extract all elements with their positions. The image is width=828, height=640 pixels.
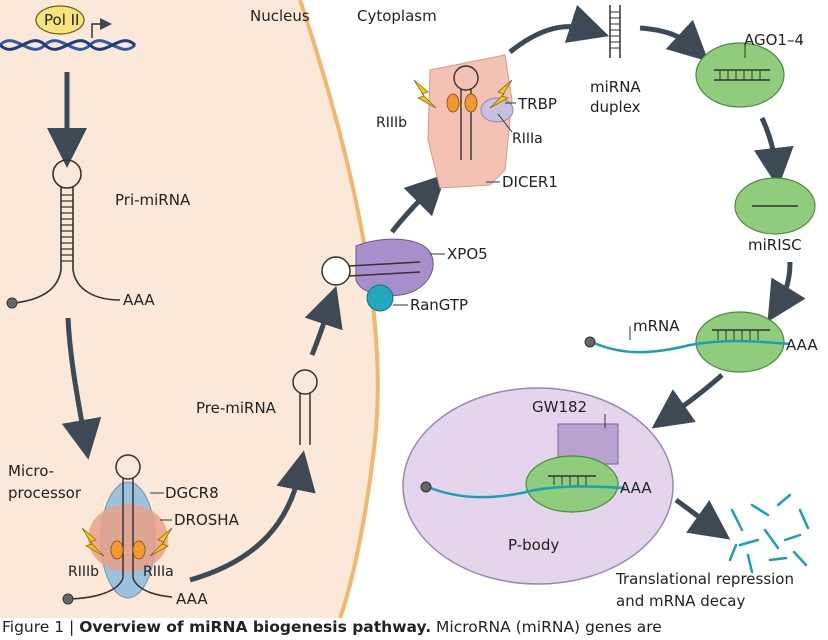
cleavage-bolt-icon bbox=[489, 79, 513, 109]
gw182-label: GW182 bbox=[532, 398, 587, 416]
exported-hairpin-stem bbox=[348, 261, 421, 277]
arrow-to-ago bbox=[639, 19, 709, 62]
pbody-label: P-body bbox=[508, 536, 559, 554]
pbody-mrna-strand bbox=[427, 485, 626, 499]
arrow-processing bbox=[61, 317, 102, 460]
cleavage-bolt-icon bbox=[149, 527, 173, 557]
pri-mirna-label: Pri-miRNA bbox=[115, 191, 191, 209]
dgcr8-label: DGCR8 bbox=[165, 484, 219, 502]
pri-aaa-label: AAA bbox=[123, 291, 155, 309]
riiib-domain-1 bbox=[110, 540, 124, 560]
dicer1-protein bbox=[427, 54, 513, 189]
five-prime-cap-icon bbox=[62, 593, 74, 605]
arrow-to-pbody bbox=[651, 373, 724, 429]
pbody-mirisc bbox=[525, 455, 619, 513]
cytoplasm-label: Cytoplasm bbox=[357, 7, 437, 25]
mirisc-label: miRISC bbox=[748, 236, 802, 254]
outcome-label-2: and mRNA decay bbox=[616, 592, 745, 610]
ago-loaded-duplex bbox=[714, 69, 770, 81]
five-prime-cap-icon bbox=[420, 481, 432, 493]
exported-hairpin-loop bbox=[321, 256, 351, 286]
mirna-duplex bbox=[609, 5, 621, 58]
caption-title: Overview of miRNA biogenesis pathway. bbox=[79, 618, 432, 636]
pbody-mirna-pairing bbox=[548, 475, 596, 485]
mrna-strand bbox=[591, 339, 791, 354]
ago-protein bbox=[695, 42, 785, 108]
microprocessor-hairpin bbox=[69, 454, 173, 600]
mirna-duplex-label-2: duplex bbox=[590, 98, 641, 116]
outcome-label-1: Translational repression bbox=[615, 570, 794, 588]
drosha-label: DROSHA bbox=[174, 511, 240, 529]
arrow-to-target bbox=[767, 261, 806, 323]
five-prime-cap-icon bbox=[584, 336, 596, 348]
arrow-to-dicer bbox=[390, 173, 447, 234]
riiia-label-1: RIIIa bbox=[143, 564, 174, 580]
riiia-label-2: RIIIa bbox=[512, 131, 543, 147]
pol2-complex bbox=[35, 5, 85, 35]
xpo5-label: XPO5 bbox=[447, 245, 488, 263]
dicer1-label: DICER1 bbox=[502, 173, 558, 191]
trbp-label: TRBP bbox=[517, 95, 557, 113]
riiia-domain-2 bbox=[464, 93, 478, 113]
riiib-label-1: RIIIb bbox=[68, 564, 99, 580]
riiia-domain-1 bbox=[132, 540, 146, 560]
trbp-protein bbox=[480, 97, 514, 123]
mrna-label: mRNA bbox=[633, 317, 680, 335]
mirna-mrna-pairing bbox=[712, 329, 770, 340]
arrow-to-mirisc bbox=[753, 116, 794, 188]
five-prime-cap-icon bbox=[6, 297, 18, 309]
riiib-label-2: RIIIb bbox=[376, 115, 407, 131]
rangtp-label: RanGTP bbox=[410, 296, 468, 314]
pre-mirna-hairpin bbox=[292, 369, 318, 445]
xpo5-protein bbox=[355, 238, 434, 297]
cleavage-bolt-icon bbox=[413, 79, 437, 109]
arrow-to-pre-mirna bbox=[189, 450, 316, 583]
nuclear-membrane bbox=[298, 0, 380, 618]
pol2-label: Pol II bbox=[44, 11, 79, 29]
arrow-to-decay bbox=[674, 497, 731, 540]
pbody-aaa-label: AAA bbox=[620, 479, 652, 497]
dna-helix bbox=[0, 39, 137, 51]
rangtp-icon bbox=[366, 284, 394, 312]
mirna-duplex-label-1: miRNA bbox=[590, 78, 641, 96]
caption-text: MicroRNA (miRNA) genes are bbox=[431, 618, 662, 636]
nucleus-label: Nucleus bbox=[250, 7, 310, 25]
pre-mirna-label: Pre-miRNA bbox=[196, 399, 277, 417]
arrow-to-duplex bbox=[508, 4, 610, 54]
micro-aaa-label: AAA bbox=[176, 590, 208, 608]
cleavage-bolt-icon bbox=[81, 527, 105, 557]
transcription-start-icon bbox=[91, 18, 112, 38]
pri-mirna-base-pairs bbox=[61, 194, 73, 262]
figure-caption: Figure 1 | Overview of miRNA biogenesis … bbox=[2, 618, 828, 636]
mrna-aaa-label: AAA bbox=[786, 336, 818, 354]
mirna-biogenesis-diagram: Nucleus Cytoplasm Pol II Pri-miRNA AAA M… bbox=[0, 0, 818, 618]
microprocessor-label-1: Micro- bbox=[8, 462, 54, 480]
microprocessor-label-2: processor bbox=[8, 484, 82, 502]
caption-figure-number: Figure 1 | bbox=[2, 618, 80, 636]
ago-label: AGO1–4 bbox=[744, 31, 804, 49]
arrow-to-export bbox=[304, 286, 343, 356]
mrna-fragments bbox=[728, 493, 810, 574]
riiia-leader bbox=[497, 113, 513, 133]
riiib-domain-2 bbox=[446, 93, 460, 113]
drosha-protein bbox=[88, 504, 168, 572]
